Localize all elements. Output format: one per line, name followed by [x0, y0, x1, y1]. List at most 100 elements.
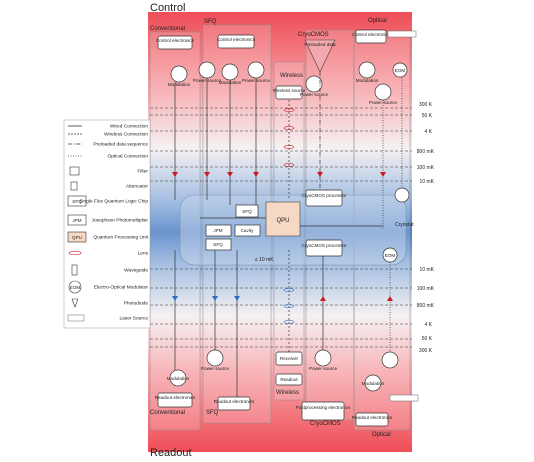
- legend-icon-text-eom: EOM: [70, 285, 81, 290]
- jpm-box: [205, 224, 232, 237]
- temp-top-300k: 300 K: [419, 102, 433, 108]
- wireless-source-box: [275, 85, 303, 100]
- legend-label-line-dashdot: Preloaded data sequence: [93, 142, 148, 148]
- signal-arrows: [172, 172, 393, 301]
- modulation-circle-conventional: [170, 65, 188, 83]
- modulation-circle-conventional-bottom: [169, 369, 187, 387]
- legend-label-sfq: Single Flux Quantum Logic Chip: [79, 199, 148, 205]
- postprocessing-electronics-label: Postprocessing electronics: [296, 405, 351, 410]
- sfq-chip-top: [235, 204, 259, 218]
- legend-label-lens: Lens: [138, 251, 149, 257]
- cavity-label: Cavity: [241, 228, 254, 233]
- eom-label-middle: EOM: [385, 253, 396, 258]
- section-label-optical-top: Optical: [368, 18, 387, 24]
- readout-electronics-box-sfq: [217, 396, 251, 411]
- temp-top-800mk: 800 mK: [417, 149, 435, 155]
- legend-item-line-solid: Wired Connection: [68, 124, 148, 130]
- jpm-label: JPM: [213, 228, 222, 233]
- temp-bottom-4k: 4 K: [424, 322, 432, 328]
- readout-electronics-box-conventional: [157, 392, 193, 408]
- sfq-chip-bottom-label: SFQ: [213, 242, 223, 247]
- temp-top-10mk: 10 mK: [420, 179, 435, 185]
- control-electronics-box-conventional: [157, 35, 193, 50]
- readout-electronics-label-optical: Readout electronics: [352, 415, 393, 420]
- power-source-circle-optical: [374, 83, 392, 101]
- temp-bottom-100mk: 100 mK: [417, 286, 435, 292]
- legend-item-line-dashdot: Preloaded data sequence: [68, 142, 148, 148]
- legend-item-waveguide: Waveguide: [71, 264, 148, 276]
- control-title: Control: [150, 2, 185, 14]
- section-label-sfq-top: SFQ: [204, 19, 217, 25]
- section-label-sfq-bottom: SFQ: [206, 410, 219, 416]
- legend-label-photodiode: Photodiode: [124, 301, 149, 307]
- eom-circle-top: [392, 62, 408, 78]
- legend-label-line-wireless: Wireless Connection: [104, 132, 148, 138]
- power-source-label-sfq-bottom: Power source: [201, 366, 230, 371]
- readout-electronics-label-conventional: Readout electronics: [155, 395, 196, 400]
- wires: [174, 72, 403, 397]
- temp-bottom-300k: 300 K: [419, 348, 433, 354]
- legend-item-lens: Lens: [68, 251, 149, 257]
- legend-label-attenuator: Attenuator: [126, 184, 149, 190]
- cryostat-label: Cryostat: [395, 222, 414, 228]
- legend-label-jpm: Josephson Photomultiplier: [92, 218, 149, 224]
- legend-label-qpu: Quantum Processing Unit: [93, 235, 148, 241]
- legend-item-laser: Laser Source: [67, 314, 148, 322]
- laser-source-top: [387, 30, 417, 38]
- section-label-cryocmos-bottom: CryoCMOS: [310, 421, 341, 427]
- section-label-wireless-top: Wireless: [280, 73, 303, 79]
- cryocmos-processor-top-label: CryoCMOS processor: [302, 193, 347, 198]
- legend-item-photodiode: Photodiode: [71, 298, 149, 308]
- receiver-label: Receiver: [280, 356, 299, 361]
- temp-top-50k: 50 K: [422, 113, 433, 119]
- legend-item-jpm: JPM Josephson Photomultiplier: [67, 214, 149, 226]
- qpu-box: [265, 201, 301, 237]
- power-source-circle-sfq-left: [198, 61, 216, 79]
- legend-label-filter: Filter: [137, 169, 148, 175]
- readout-electronics-box-optical: [355, 412, 389, 427]
- postprocessing-electronics-box: [301, 401, 345, 421]
- modulation-label-optical-bottom: Modulation: [362, 381, 385, 386]
- control-electronics-label-sfq: Control electronics: [217, 37, 256, 42]
- control-electronics-label-conventional: Control electronics: [156, 38, 195, 43]
- cryocmos-processor-bottom-label: CryoCMOS processor: [302, 243, 347, 248]
- section-label-optical-bottom: Optical: [372, 432, 391, 438]
- readout-label: Readout: [280, 377, 298, 382]
- legend-label-line-dotted: Optical Connection: [107, 154, 148, 160]
- laser-source-bottom: [389, 394, 419, 402]
- legend-label-line-solid: Wired Connection: [110, 124, 148, 130]
- readout-box: [275, 373, 303, 386]
- temp-bottom-10mk: 10 mK: [420, 267, 435, 273]
- section-label-conventional-top: Conventional: [150, 26, 185, 32]
- power-source-circle-sfq-bottom: [206, 349, 224, 367]
- modulation-label-conventional-bottom: Modulation: [167, 376, 190, 381]
- legend-item-attenuator: Attenuator: [70, 181, 149, 191]
- readout-electronics-label-sfq: Readout electronics: [214, 399, 255, 404]
- temp-top-4k: 4 K: [424, 129, 432, 135]
- legend-label-laser: Laser Source: [119, 316, 148, 322]
- legend-icon-text-jpm: JPM: [72, 218, 81, 223]
- photodiode-bottom: [381, 351, 399, 369]
- readout-title: Readout: [150, 447, 192, 459]
- preloaded-data-funnel: [304, 39, 336, 73]
- power-source-label-cryocmos: Power source: [300, 92, 329, 97]
- cavity-box: [234, 224, 261, 237]
- control-electronics-label-optical: Control electronics: [352, 32, 391, 37]
- qpu-label: QPU: [276, 218, 289, 224]
- modulation-circle-optical: [358, 61, 376, 79]
- power-source-label-cryocmos-bottom: Power source: [309, 366, 338, 371]
- temperature-stage-lines: [150, 107, 412, 348]
- mk-label: ≤ 10 mK: [255, 257, 274, 263]
- modulation-label-optical: Modulation: [356, 78, 379, 83]
- wireless-source-label: Wireless source: [273, 88, 306, 93]
- cryostat-components: SFQ QPU JPM Cavity SFQ CryoCMOS processo…: [205, 187, 410, 263]
- control-electronics-box-sfq: [217, 34, 255, 49]
- section-label-wireless-bottom: Wireless: [276, 390, 299, 396]
- preloaded-data-label: Preloaded data: [304, 42, 336, 47]
- temp-bottom-800mk: 800 mK: [417, 303, 435, 309]
- section-label-conventional-bottom: Conventional: [150, 410, 185, 416]
